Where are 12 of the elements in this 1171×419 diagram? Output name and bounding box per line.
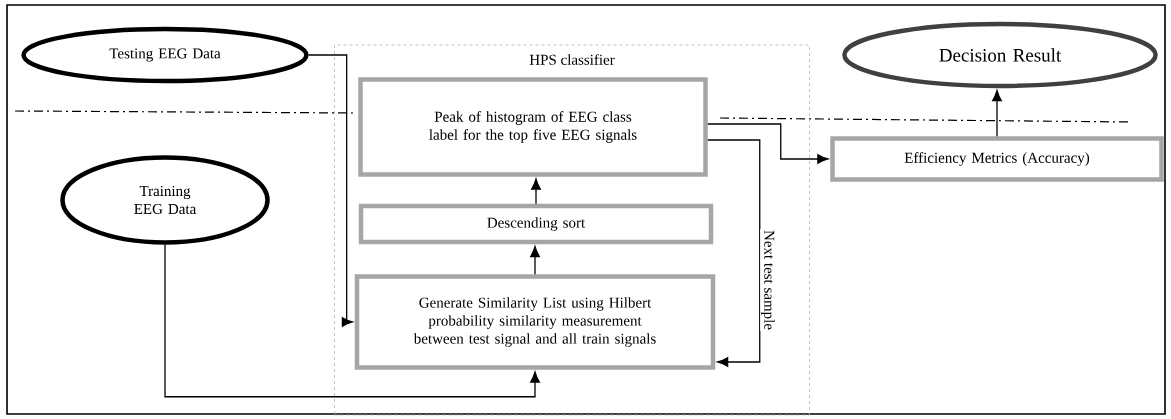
- arrow: [531, 178, 541, 205]
- arrow: [308, 54, 353, 327]
- arrow: [530, 246, 540, 275]
- arrow: [164, 244, 540, 398]
- arrow: [707, 123, 829, 164]
- edge-label: Next test sample: [760, 229, 776, 331]
- process-box: Peak of histogram of EEG class label for the top five EEG signals: [358, 77, 708, 177]
- arrow: [707, 139, 761, 367]
- metrics-box: Efficiency Metrics (Accuracy): [830, 136, 1164, 182]
- process-box: Generate Similarity List using Hilbert probability similarity measurement between test signal and all train signals: [354, 274, 716, 370]
- process-box: Descending sort: [358, 203, 714, 245]
- arrow: [992, 89, 1002, 137]
